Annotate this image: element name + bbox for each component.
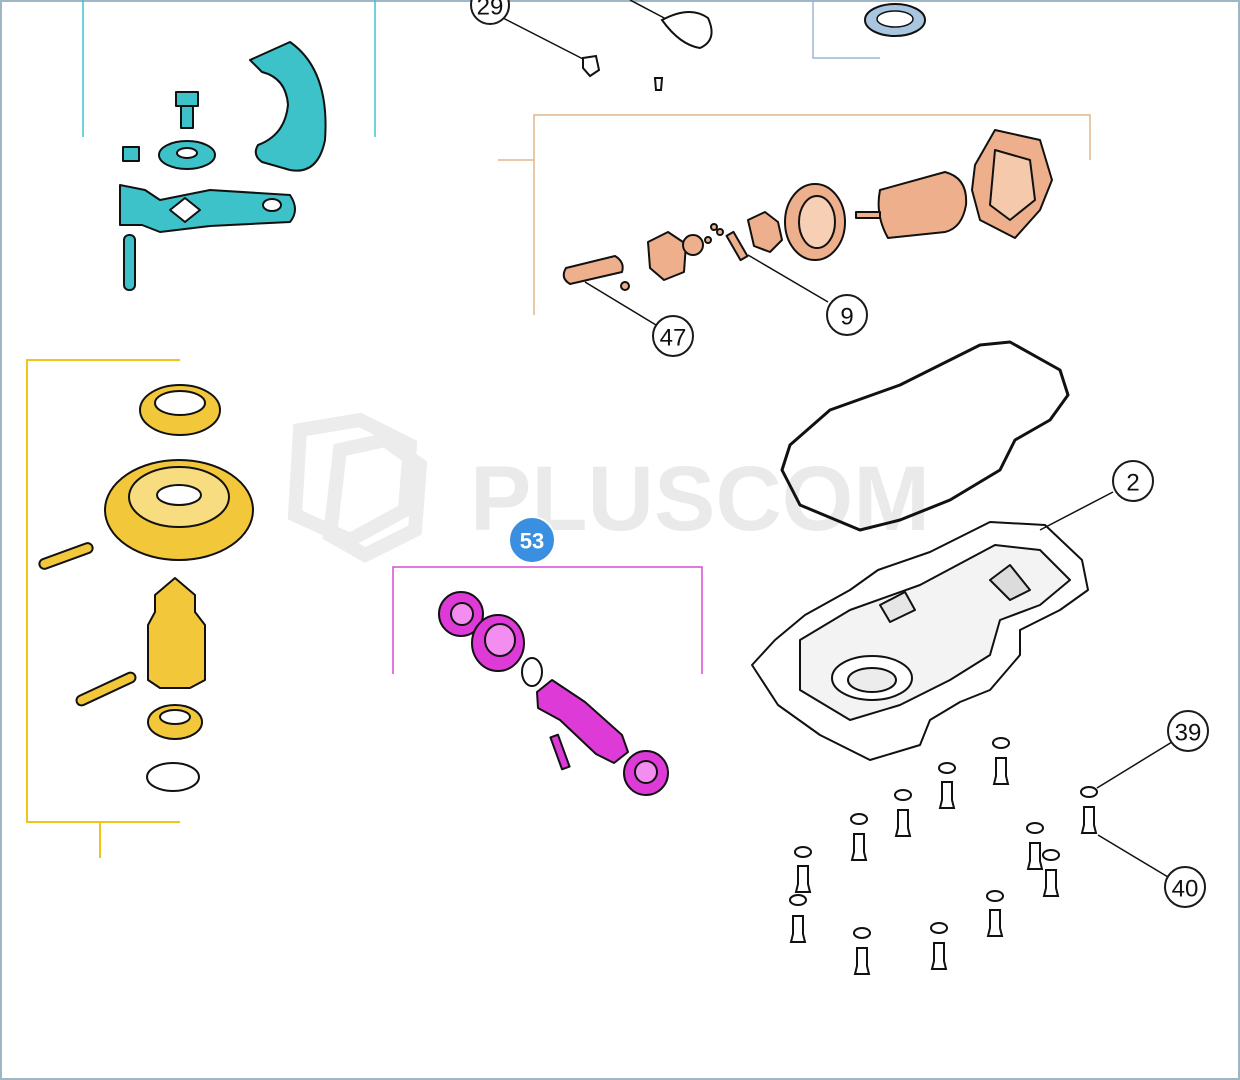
svg-text:39: 39 (1175, 720, 1202, 747)
top-small-parts[interactable] (502, 0, 713, 91)
watermark: PLUSCOM (287, 412, 930, 563)
callout-9[interactable]: 9 (826, 294, 868, 336)
gear-shaft-part[interactable] (147, 577, 206, 689)
screw-washer-item[interactable] (1042, 849, 1060, 897)
oil-pan-part[interactable] (751, 521, 1089, 761)
svg-text:47: 47 (660, 325, 687, 352)
screw-washer-item[interactable] (1026, 822, 1044, 870)
callout-39[interactable]: 39 (1167, 710, 1209, 752)
motor-group-bracket (533, 114, 1091, 315)
plate-part[interactable] (647, 231, 687, 281)
callout-47[interactable]: 47 (652, 315, 694, 357)
arc-segment-part[interactable] (249, 41, 327, 172)
screw-washer-item[interactable] (850, 813, 868, 861)
gasket-part[interactable] (780, 340, 1070, 532)
svg-text:9: 9 (840, 304, 853, 331)
worm-screw-part[interactable] (536, 679, 629, 764)
teal-bracket-group[interactable] (82, 0, 376, 291)
lever-arm-part[interactable] (119, 184, 296, 233)
gear-pin-upper-part[interactable] (38, 542, 94, 571)
watermark-logo-icon (287, 412, 428, 563)
o-ring-part[interactable] (146, 762, 200, 792)
motor-body-part[interactable] (877, 171, 968, 239)
housing-group[interactable] (751, 340, 1114, 761)
callout-40[interactable]: 40 (1164, 866, 1206, 908)
callout-2[interactable]: 2 (1112, 460, 1154, 502)
callout-29[interactable]: 29 (470, 0, 510, 25)
screw-washer-item[interactable] (986, 890, 1004, 937)
screw-washer-item[interactable] (794, 846, 812, 893)
gear-group[interactable] (26, 359, 254, 858)
hotspot-53[interactable]: 53 (508, 516, 556, 564)
svg-text:29: 29 (477, 0, 504, 21)
svg-text:53: 53 (520, 529, 544, 554)
screw-washer-item[interactable] (992, 737, 1010, 785)
svg-text:40: 40 (1172, 876, 1199, 903)
bolt-part[interactable] (175, 91, 199, 107)
top-right-ring-group[interactable] (812, 0, 926, 59)
screw-washer-item[interactable] (853, 927, 871, 975)
worm-group-bracket (392, 566, 703, 674)
screw-washer-item[interactable] (894, 789, 912, 837)
teal-group-bracket (82, 0, 376, 137)
gear-pin-lower-part[interactable] (75, 671, 137, 707)
motor-assembly-group[interactable] (498, 114, 1091, 326)
screw-washer-item[interactable] (930, 922, 948, 970)
small-gear-part[interactable] (747, 211, 783, 253)
gear-group-bracket (26, 359, 180, 823)
pin-part[interactable] (123, 234, 136, 291)
screw-washer-item[interactable] (938, 762, 956, 809)
screw-washer-item[interactable] (789, 894, 807, 943)
nut-part[interactable] (122, 146, 140, 162)
screw-washer-item[interactable] (1080, 786, 1098, 834)
svg-text:2: 2 (1126, 470, 1139, 497)
worm-gear-group[interactable] (392, 566, 703, 796)
screw-set[interactable] (789, 737, 1098, 975)
worm-shaft-part[interactable] (562, 255, 624, 285)
